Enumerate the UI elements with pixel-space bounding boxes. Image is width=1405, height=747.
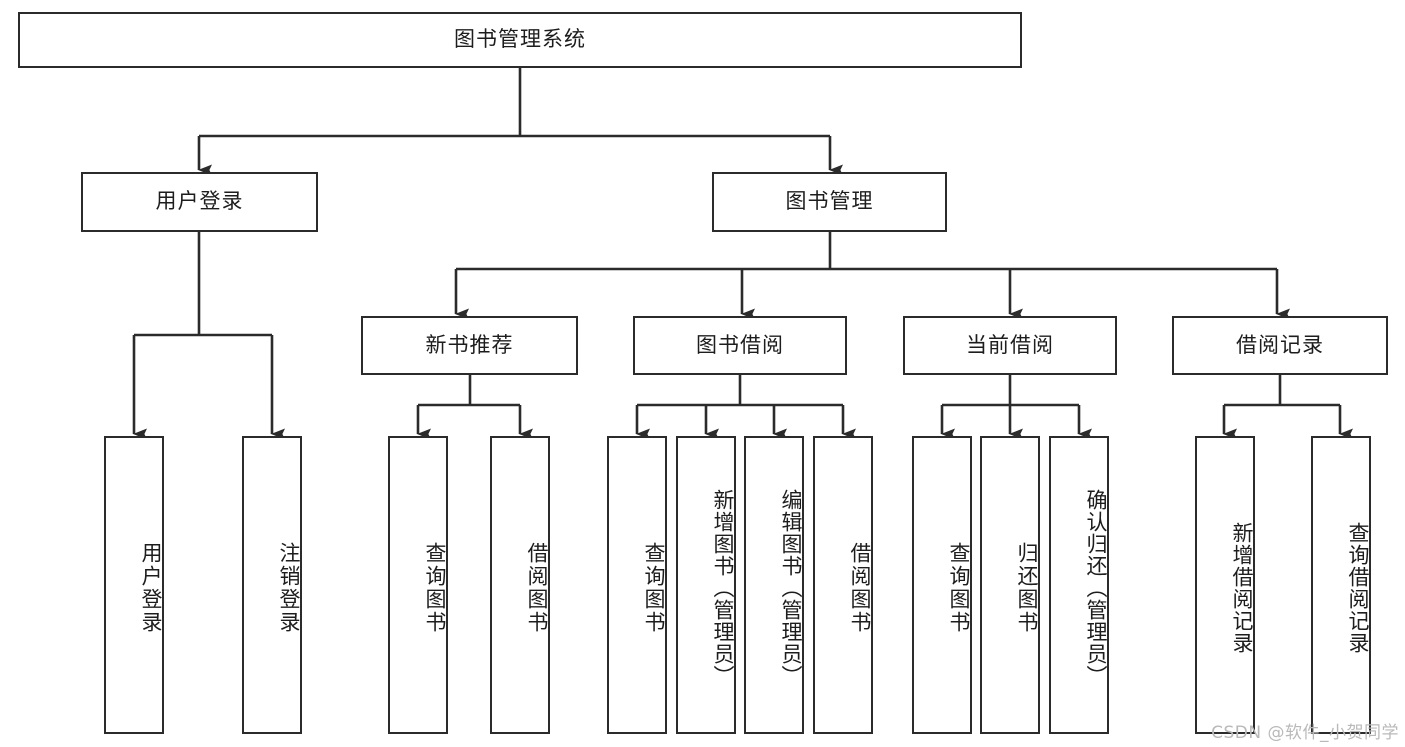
leaf-book-borrow-query[interactable]: 查询图书 xyxy=(607,436,667,734)
node-label: 借阅图书 xyxy=(525,542,549,634)
node-label: 当前借阅 xyxy=(966,332,1054,357)
node-borrow-record[interactable]: 借阅记录 xyxy=(1172,316,1388,375)
leaf-current-borrow-query[interactable]: 查询图书 xyxy=(912,436,972,734)
node-label: 用户登录 xyxy=(139,542,163,634)
node-label: 图书管理系统 xyxy=(454,27,586,52)
node-label: 图书管理 xyxy=(785,189,874,214)
node-root-system[interactable]: 图书管理系统 xyxy=(18,12,1022,68)
leaf-borrow-record-query[interactable]: 查询借阅记录 xyxy=(1311,436,1371,734)
node-label: 查询图书 xyxy=(423,542,447,634)
node-label: 查询图书 xyxy=(947,542,971,634)
node-label: 确认归还（管理员） xyxy=(1084,489,1108,687)
leaf-borrow-record-add[interactable]: 新增借阅记录 xyxy=(1195,436,1255,734)
node-label: 借阅图书 xyxy=(848,542,872,634)
leaf-user-login-login[interactable]: 用户登录 xyxy=(104,436,164,734)
node-label: 新书推荐 xyxy=(425,332,514,357)
node-book-management[interactable]: 图书管理 xyxy=(712,172,947,232)
node-label: 注销登录 xyxy=(277,542,301,634)
node-label: 编辑图书（管理员） xyxy=(779,489,803,687)
node-label: 查询图书 xyxy=(642,542,666,634)
node-label: 借阅记录 xyxy=(1236,332,1324,357)
leaf-new-book-borrow[interactable]: 借阅图书 xyxy=(490,436,550,734)
leaf-current-borrow-confirm-admin[interactable]: 确认归还（管理员） xyxy=(1049,436,1109,734)
leaf-user-login-logout[interactable]: 注销登录 xyxy=(242,436,302,734)
node-user-login[interactable]: 用户登录 xyxy=(81,172,318,232)
node-book-borrow[interactable]: 图书借阅 xyxy=(633,316,847,375)
node-label: 归还图书 xyxy=(1015,542,1039,634)
node-label: 图书借阅 xyxy=(696,332,784,357)
leaf-new-book-query[interactable]: 查询图书 xyxy=(388,436,448,734)
leaf-book-borrow-edit-admin[interactable]: 编辑图书（管理员） xyxy=(744,436,804,734)
node-label: 用户登录 xyxy=(155,189,244,214)
node-label: 新增图书（管理员） xyxy=(711,489,735,687)
node-label: 查询借阅记录 xyxy=(1346,522,1370,654)
leaf-current-borrow-return[interactable]: 归还图书 xyxy=(980,436,1040,734)
node-new-book-recommend[interactable]: 新书推荐 xyxy=(361,316,578,375)
node-current-borrow[interactable]: 当前借阅 xyxy=(903,316,1117,375)
leaf-book-borrow-borrow[interactable]: 借阅图书 xyxy=(813,436,873,734)
leaf-book-borrow-add-admin[interactable]: 新增图书（管理员） xyxy=(676,436,736,734)
node-label: 新增借阅记录 xyxy=(1230,522,1254,654)
